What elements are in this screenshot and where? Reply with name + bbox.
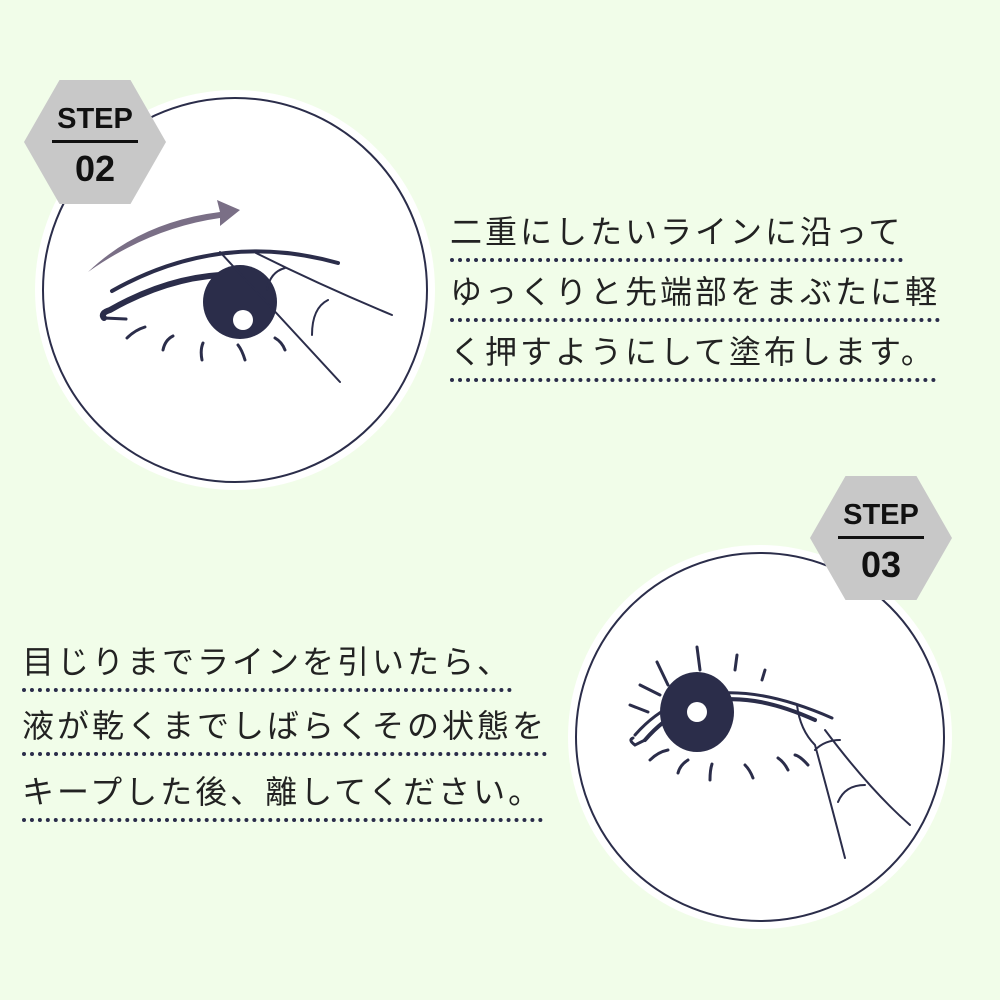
divider [838,536,924,539]
step2-text-line: ゆっくりと先端部をまぶたに軽 [450,272,941,322]
step-number: 02 [74,148,116,189]
step3-badge: STEP 03 [810,476,952,600]
step2-text-line: 二重にしたいラインに沿って [450,212,904,262]
step2-badge: STEP 02 [24,80,166,204]
step3-text-line: 目じりまでラインを引いたら、 [22,642,513,692]
step2-text-line: く押すようにして塗布します。 [450,332,936,382]
step-number: 03 [860,544,902,585]
step3-eye-illustration [568,545,952,929]
step-label: STEP [57,103,133,135]
arrow-icon [88,200,240,272]
step3-text-line: 液が乾くまでしばらくその状態を [22,706,548,756]
step-label: STEP [843,499,919,531]
step3-text-line: キープした後、離してください。 [22,772,544,822]
divider [52,140,138,143]
